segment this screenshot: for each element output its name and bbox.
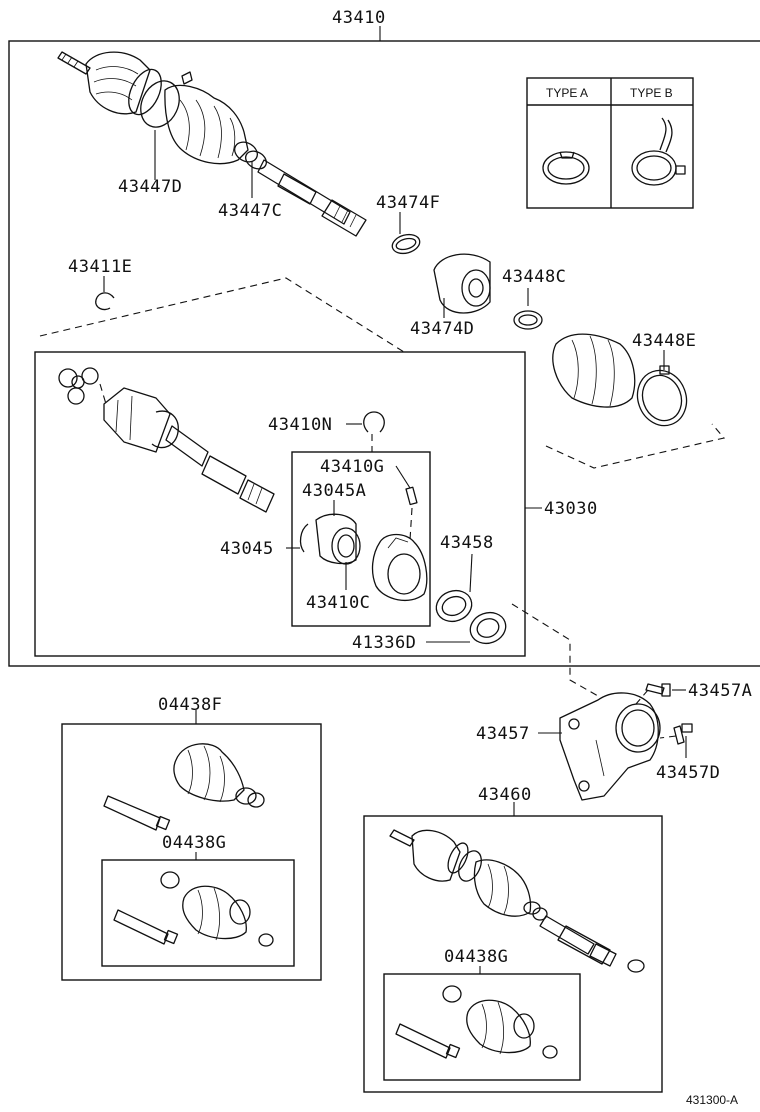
label-43448C[interactable]: 43448C [502, 267, 566, 287]
kit-04438F-grease-tube [103, 795, 171, 831]
label-43457[interactable]: 43457 [476, 724, 530, 744]
kit-04438G-right-parts [395, 985, 558, 1059]
assembly-43460-box [363, 815, 663, 1093]
boot-43448E [552, 333, 688, 427]
label-43411E[interactable]: 43411E [68, 257, 132, 277]
label-43448E[interactable]: 43448E [632, 331, 696, 351]
subassembly-43410G-box [291, 451, 431, 627]
diagram-code: 431300-A [686, 1093, 738, 1107]
label-43410G[interactable]: 43410G [320, 457, 384, 477]
clamp-43474F [391, 233, 421, 255]
drive-shaft-43460 [389, 829, 645, 973]
clamp-43448C [513, 310, 543, 330]
kit-04438G-left-box [101, 859, 295, 967]
label-04438F[interactable]: 04438F [158, 695, 222, 715]
guide-line-upper [39, 277, 405, 353]
label-41336D[interactable]: 41336D [352, 633, 416, 653]
type-b-label: TYPE B [630, 86, 673, 100]
bearing-43045 [299, 513, 361, 565]
label-43457A[interactable]: 43457A [688, 681, 752, 701]
label-43460[interactable]: 43460 [478, 785, 532, 805]
assembly-43030-box [34, 351, 526, 657]
label-04438G-right[interactable]: 04438G [444, 947, 508, 967]
bearing-housing-43410C [371, 507, 428, 602]
type-a-clamp-icon [542, 151, 590, 185]
kit-04438G-right-box [383, 973, 581, 1081]
damper-43474D [433, 253, 491, 314]
bolt-43457D [659, 723, 693, 745]
boot-clamp-type-table: TYPE A TYPE B [526, 77, 694, 209]
guide-line-bracket [511, 603, 599, 697]
label-43045A[interactable]: 43045A [302, 481, 366, 501]
label-43458[interactable]: 43458 [440, 533, 494, 553]
guide-line-boot [545, 423, 726, 469]
seal-41336D [469, 611, 507, 645]
label-43474F[interactable]: 43474F [376, 193, 440, 213]
type-b-clamp-icon [631, 117, 686, 186]
label-43457D[interactable]: 43457D [656, 763, 720, 783]
label-43030[interactable]: 43030 [544, 499, 598, 519]
kit-04438F-box [61, 723, 322, 981]
label-43410N[interactable]: 43410N [268, 415, 332, 435]
inboard-joint-shaft [58, 367, 275, 513]
drive-shaft-outer-assembly [57, 51, 367, 237]
bearing-bracket-43457 [559, 692, 661, 801]
label-43447C[interactable]: 43447C [218, 201, 282, 221]
bolt-43457A [635, 683, 671, 705]
seal-43458 [435, 589, 473, 623]
kit-04438G-left-parts [113, 871, 274, 947]
ring-43410N [363, 411, 385, 433]
label-43410[interactable]: 43410 [332, 8, 386, 28]
assembly-43410-box [8, 40, 760, 667]
pin-43410G [405, 486, 418, 506]
label-43474D[interactable]: 43474D [410, 319, 474, 339]
label-43447D[interactable]: 43447D [118, 177, 182, 197]
snap-ring-43411E [95, 292, 115, 311]
label-43410C[interactable]: 43410C [306, 593, 370, 613]
type-a-label: TYPE A [546, 86, 588, 100]
label-04438G-left[interactable]: 04438G [162, 833, 226, 853]
label-43045[interactable]: 43045 [220, 539, 274, 559]
kit-04438F-boot [173, 743, 265, 808]
